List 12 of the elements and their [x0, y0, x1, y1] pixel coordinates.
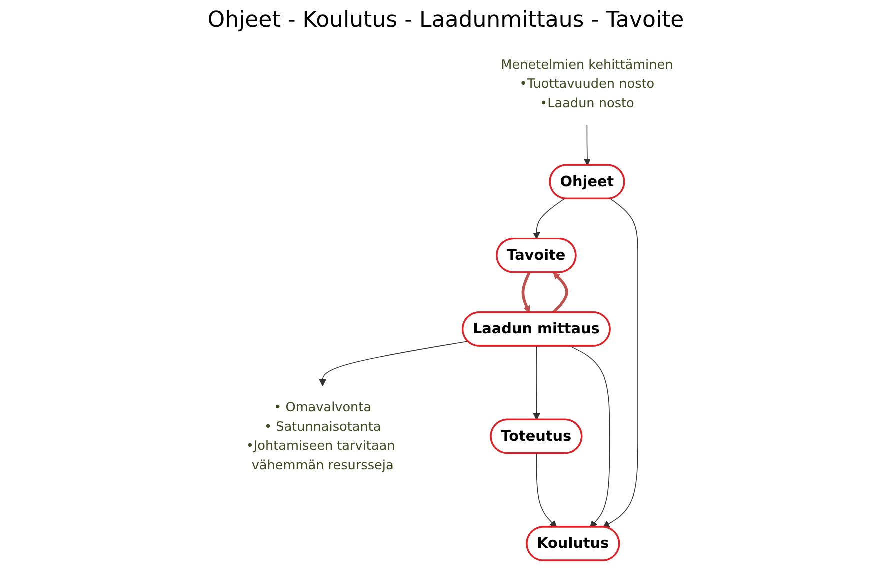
node-text: • Omavalvonta • Satunnaisotanta •Johtamiseen tarvitaan vähemmän resursseja — [246, 400, 396, 473]
arrow — [536, 453, 558, 528]
diagram-title: Ohjeet - Koulutus - Laadunmittaus - Tavoite — [206, 8, 686, 33]
arrow — [552, 272, 568, 314]
arrow — [602, 198, 638, 528]
arrow — [584, 124, 591, 166]
arrow — [570, 346, 610, 528]
arrow — [533, 198, 566, 240]
arrow — [522, 272, 531, 314]
node-text: Menetelmien kehittäminen •Tuottavuuden nosto •Laadun nosto — [501, 57, 674, 111]
arrow — [319, 341, 468, 386]
arrow — [533, 346, 540, 420]
